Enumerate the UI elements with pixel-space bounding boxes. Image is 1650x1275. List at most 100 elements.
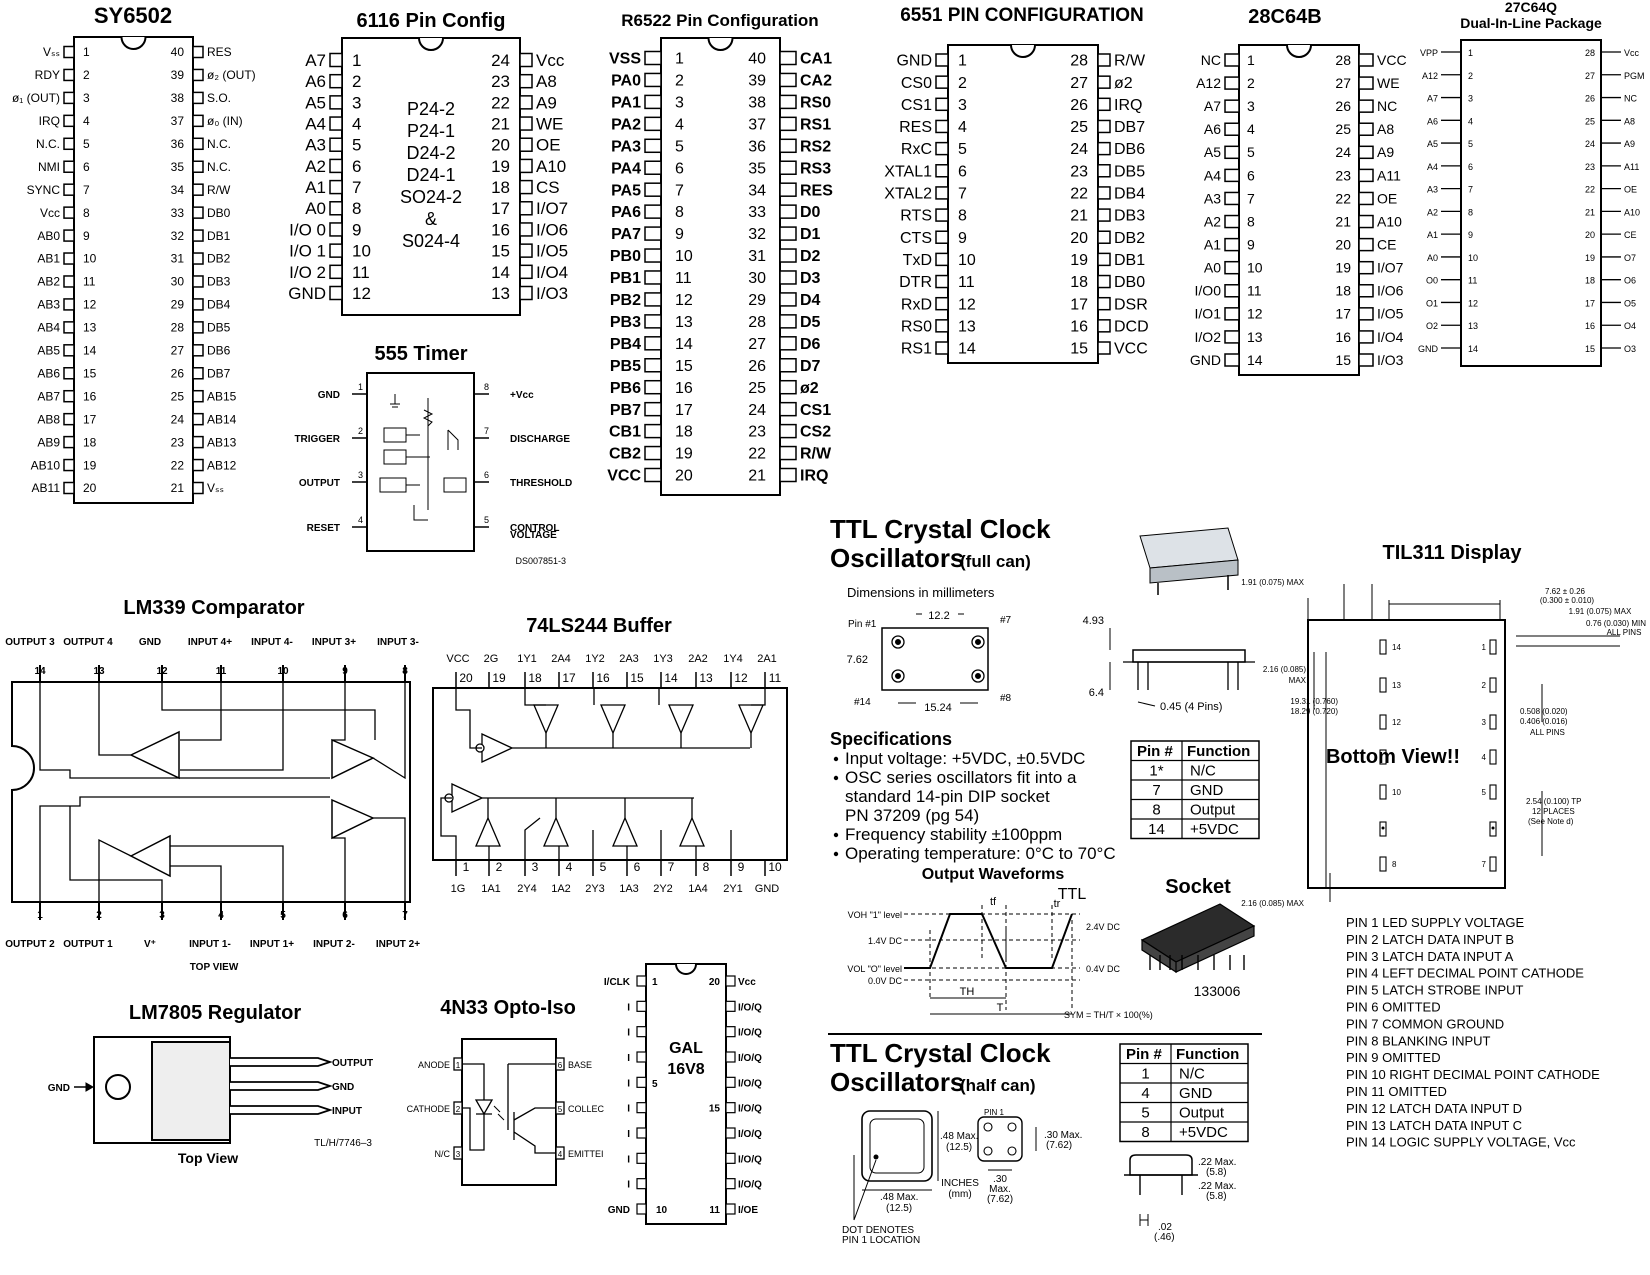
- pin-label: O2: [1426, 321, 1438, 331]
- chip-body: [1460, 39, 1602, 367]
- pin-number: 20: [459, 671, 473, 685]
- socket-title: Socket: [1165, 876, 1231, 898]
- dim-label: #14: [854, 697, 871, 708]
- pin-number: 21: [1585, 207, 1595, 217]
- pin-label: AB5: [37, 344, 60, 358]
- pin-label: R/W: [1114, 53, 1146, 70]
- pin-label: DISCHARGE: [510, 434, 570, 445]
- pin-stub: [1358, 145, 1374, 160]
- pin-label: INPUT 3+: [312, 637, 356, 648]
- pin-number: 10: [768, 860, 782, 874]
- led-diode: [462, 1063, 494, 1151]
- function-table: [1119, 1043, 1249, 1143]
- pin-stub: [644, 94, 662, 110]
- pin-label: GND: [48, 1083, 70, 1094]
- dim-label: #8: [1000, 693, 1012, 704]
- pin-number: 6: [484, 470, 489, 480]
- pin-number: 34: [171, 183, 185, 197]
- dim-label: ALL PINS: [1530, 728, 1565, 737]
- waveform: [904, 913, 1073, 969]
- pin-number: 24: [748, 402, 766, 419]
- spec-line: Input voltage: +5VDC, ±0.5VDC: [845, 749, 1085, 768]
- pin1-dot: [873, 1154, 879, 1160]
- pin-stub: [63, 206, 75, 219]
- pin-label: RES: [800, 182, 833, 199]
- pin-number: 5: [1468, 139, 1473, 149]
- pin-stub: [192, 183, 204, 196]
- dim-label: (5.8): [1206, 1191, 1227, 1202]
- pin-stub: [1358, 330, 1374, 344]
- pin-label: O4: [1624, 321, 1636, 331]
- pin-description: PIN 5 LATCH STROBE INPUT: [1346, 983, 1524, 998]
- section-title: TTL Crystal Clock: [830, 1038, 1051, 1068]
- pin-stub: [935, 119, 949, 134]
- pin-label: I/O/Q: [738, 1053, 762, 1064]
- pin-label: A0: [1427, 253, 1438, 263]
- chip-notch: [418, 37, 444, 51]
- pin-number: 26: [1070, 97, 1088, 114]
- bullet: [833, 851, 839, 857]
- ls244-pinout: 74LS244 Buffer20VCC11G192G21A1181Y132Y41…: [432, 615, 788, 895]
- pin-label: DB5: [1114, 163, 1145, 180]
- buffer-down: [475, 816, 501, 847]
- pin-label: INPUT 3-: [377, 637, 419, 648]
- pin-label: I: [627, 1129, 630, 1140]
- pin-stub: [1097, 341, 1111, 355]
- pin-number: 20: [83, 481, 97, 495]
- pin-stub: [779, 50, 797, 66]
- pin-label: I/O7: [1377, 260, 1404, 276]
- pin-label: NC: [1201, 52, 1221, 68]
- pin-number: 11: [352, 263, 370, 282]
- pin-label: GND: [608, 1205, 630, 1216]
- pin-dot: [895, 673, 901, 679]
- pin-label: DB3: [1114, 208, 1145, 225]
- pin-number: 10: [1468, 253, 1478, 263]
- pin-number: 26: [748, 358, 766, 375]
- pin-label: PA1: [611, 94, 641, 111]
- pin-label: DB0: [1114, 274, 1145, 291]
- pin-stub: [935, 53, 949, 67]
- pin-label: ø2: [1114, 75, 1133, 92]
- pin-label: A6: [305, 72, 326, 91]
- pin-label: VCC: [607, 468, 641, 485]
- pin-description: PIN 9 OMITTED: [1346, 1050, 1441, 1065]
- pin-label: I: [627, 1053, 630, 1064]
- pin-label: N/C: [435, 1149, 451, 1159]
- pin-label: INPUT 4+: [188, 637, 232, 648]
- pin-label: AB13: [207, 435, 237, 449]
- dim-label: 4.93: [1083, 615, 1104, 627]
- pin-label: A4: [1427, 162, 1438, 172]
- pin-number: 40: [748, 51, 766, 68]
- pin-number: 16: [1335, 329, 1351, 345]
- pin-stub: [725, 1152, 736, 1164]
- pin-number: 8: [484, 382, 489, 392]
- dim-label: ALL PINS: [1607, 628, 1642, 637]
- pin-stub: [644, 182, 662, 197]
- pin-number: 20: [709, 977, 721, 988]
- dim-label: .02: [1158, 1222, 1172, 1233]
- pin-stub: [1224, 145, 1240, 160]
- pin-label: DB7: [1114, 119, 1145, 136]
- pin-stub: [636, 1076, 647, 1088]
- pin-label: WE: [1377, 75, 1400, 91]
- pin-number: 18: [83, 435, 97, 449]
- pin-stub: [935, 252, 949, 267]
- pin-label: IRQ: [39, 114, 60, 128]
- pin-stub: [779, 94, 797, 110]
- pin-stub: [779, 116, 797, 132]
- pin-number: 4: [558, 1150, 563, 1159]
- chip-title: GAL: [669, 1040, 703, 1057]
- pin-label: I/O7: [536, 199, 568, 218]
- pin-label: A12: [1422, 71, 1438, 81]
- pin-number: 31: [171, 252, 185, 266]
- pin-number: 31: [748, 248, 766, 265]
- pin-stub: [1224, 122, 1240, 136]
- pin-stub: [63, 367, 75, 380]
- pin-stub: [935, 341, 949, 355]
- pin-label: I: [627, 1078, 630, 1089]
- pin-label: A7: [1427, 94, 1438, 104]
- pin-number: 9: [1247, 237, 1255, 253]
- internal-wiring: [39, 682, 406, 902]
- pin-stub: [63, 252, 75, 265]
- pin-number: 25: [1585, 116, 1595, 126]
